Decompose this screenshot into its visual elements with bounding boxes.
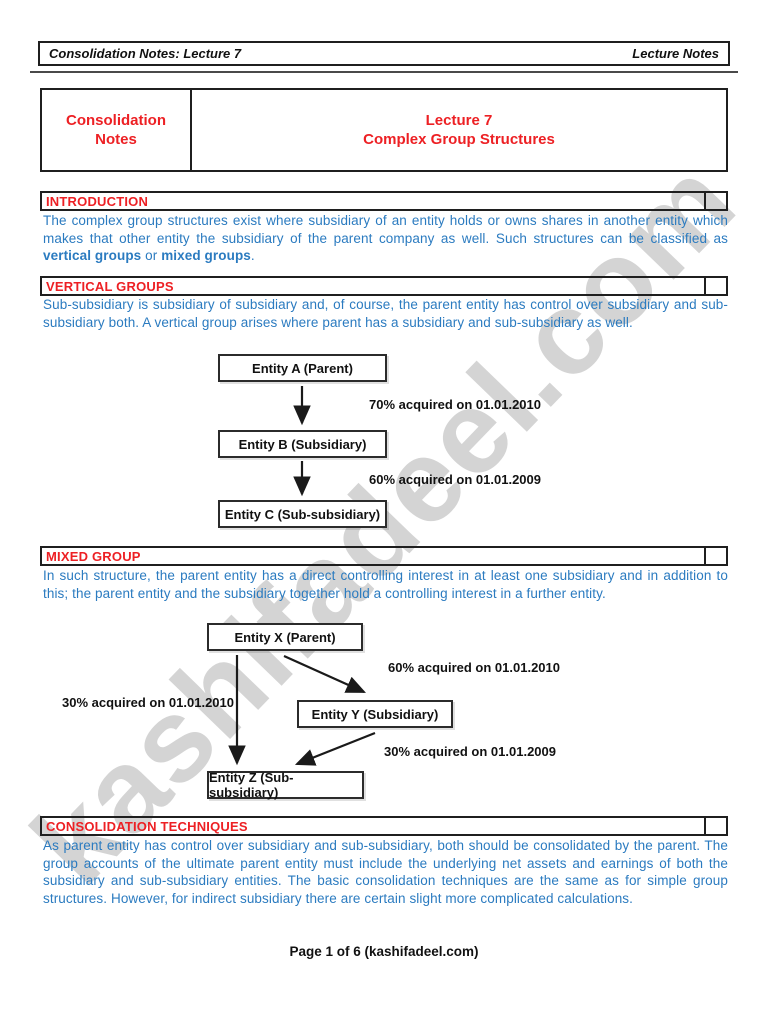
mixed-group-paragraph: In such structure, the parent entity has… [43,568,728,601]
footer-site-name: (kashifadeel.com) [364,944,479,959]
title-left-line2: Notes [95,131,137,148]
introduction-paragraph: The complex group structures exist where… [43,212,728,265]
diagram-box-entity-z: Entity Z (Sub-subsidiary) [207,770,364,800]
running-header-left: Consolidation Notes: Lecture 7 [49,46,242,61]
page-footer: Page 1 of 6 (kashifadeel.com) [0,944,768,959]
section-bar-endcell [704,278,726,294]
header-divider [30,71,738,73]
section-bar-introduction: INTRODUCTION [40,191,728,211]
consolidation-techniques-paragraph: As parent entity has control over subsid… [43,838,728,906]
diagram-label-30-percent-2009: 30% acquired on 01.01.2009 [384,744,556,759]
diagram-box-entity-x: Entity X (Parent) [207,623,363,651]
diagram-label-30-percent-2010: 30% acquired on 01.01.2010 [62,695,234,710]
title-table-left-cell: Consolidation Notes [42,90,192,170]
diagram-box-entity-a: Entity A (Parent) [218,354,387,382]
section-heading-introduction: INTRODUCTION [46,193,149,209]
diagram-box-entity-c: Entity C (Sub-subsidiary) [218,500,387,528]
section-bar-vertical-groups: VERTICAL GROUPS [40,276,728,296]
vertical-groups-paragraph: Sub-subsidiary is subsidiary of subsidia… [43,297,728,330]
section-heading-vertical-groups: VERTICAL GROUPS [46,278,174,294]
section-heading-consolidation-techniques: CONSOLIDATION TECHNIQUES [46,818,248,834]
arrow-x-to-y [283,654,367,694]
title-table: Consolidation Notes Lecture 7 Complex Gr… [40,88,728,172]
intro-run-3: . [250,248,255,263]
diagram-box-entity-y: Entity Y (Subsidiary) [297,700,453,728]
section-bar-endcell [704,548,726,564]
arrow-y-to-z [294,731,376,766]
section-bar-consolidation-techniques: CONSOLIDATION TECHNIQUES [40,816,728,836]
lecture-number: Lecture 7 [425,112,493,129]
section-bar-mixed-group: MIXED GROUP [40,546,728,566]
section-heading-mixed-group: MIXED GROUP [46,548,141,564]
running-header-right: Lecture Notes [632,46,719,61]
title-table-right-cell: Lecture 7 Complex Group Structures [192,90,726,170]
diagram-box-entity-b: Entity B (Subsidiary) [218,430,387,458]
intro-run-mixed-groups: mixed groups [161,248,251,263]
section-bar-endcell [704,818,726,834]
intro-run-vertical-groups: vertical groups [43,248,142,263]
section-bar-endcell [704,193,726,209]
diagram-label-70-percent: 70% acquired on 01.01.2010 [369,397,541,412]
title-left-line1: Consolidation [66,112,166,129]
intro-run-1: The complex group structures exist where… [43,213,728,246]
diagram-label-60-percent: 60% acquired on 01.01.2009 [369,472,541,487]
running-header: Consolidation Notes: Lecture 7 Lecture N… [38,41,730,66]
lecture-title: Complex Group Structures [363,131,555,148]
diagram-label-60-percent-2010: 60% acquired on 01.01.2010 [388,660,560,675]
footer-page-number: Page 1 of 6 [289,944,365,959]
intro-run-2: or [141,248,162,263]
